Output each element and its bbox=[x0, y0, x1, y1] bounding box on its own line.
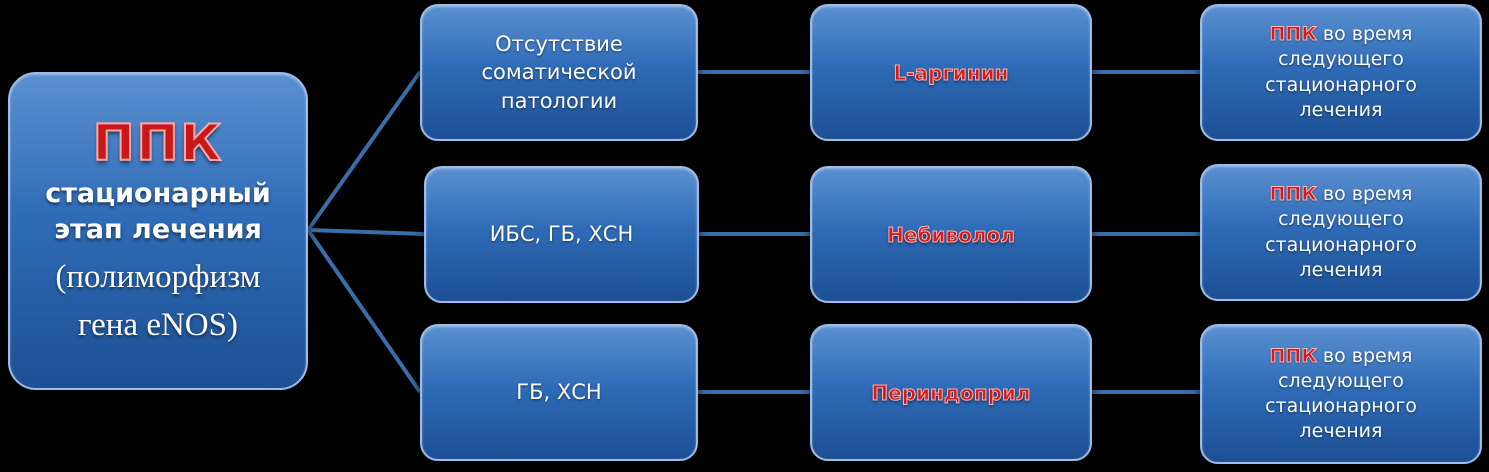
outcome-3-line-1: ППК во время bbox=[1269, 344, 1413, 369]
condition-1-line-3: патологии bbox=[500, 88, 618, 113]
root-abbr: ППК bbox=[92, 114, 224, 173]
outcome-3-line-3: стационарного bbox=[1265, 395, 1417, 417]
outcome-3-suffix: во время bbox=[1316, 344, 1413, 367]
connector-root-cond-3 bbox=[306, 228, 422, 394]
condition-box-3: ГБ, ХСН bbox=[420, 324, 698, 461]
outcome-1-suffix: во время bbox=[1316, 23, 1413, 46]
outcome-box-2: ППК во время следующего стационарного ле… bbox=[1200, 164, 1482, 301]
condition-box-1: Отсутствие соматической патологии bbox=[420, 4, 698, 141]
connector-root-cond-2 bbox=[307, 228, 425, 236]
outcome-2-suffix: во время bbox=[1316, 183, 1413, 206]
outcome-1-line-1: ППК во время bbox=[1269, 22, 1413, 47]
outcome-3-abbr: ППК bbox=[1269, 344, 1317, 367]
connector-root-cond-1 bbox=[306, 70, 422, 232]
root-gene-line-2: гена eNOS) bbox=[78, 306, 238, 343]
drug-box-3: Периндоприл bbox=[810, 324, 1092, 461]
outcome-1-line-4: лечения bbox=[1299, 98, 1383, 121]
condition-2-line-1: ИБС, ГБ, ХСН bbox=[489, 222, 634, 247]
drug-box-2: Небиволол bbox=[810, 166, 1092, 303]
condition-1-line-2: соматической bbox=[481, 60, 637, 85]
outcome-box-3: ППК во время следующего стационарного ле… bbox=[1200, 324, 1482, 464]
drug-2-label: Небиволол bbox=[887, 222, 1016, 247]
condition-3-line-1: ГБ, ХСН bbox=[516, 380, 602, 405]
drug-box-1: L-аргинин bbox=[810, 4, 1092, 141]
outcome-2-line-2: следующего bbox=[1278, 208, 1404, 231]
outcome-2-line-1: ППК во время bbox=[1269, 182, 1413, 207]
outcome-3-line-4: лечения bbox=[1299, 420, 1383, 443]
outcome-2-line-4: лечения bbox=[1299, 258, 1383, 281]
outcome-2-abbr: ППК bbox=[1269, 183, 1317, 206]
outcome-1-abbr: ППК bbox=[1269, 23, 1317, 46]
root-stage-line-2: этап лечения bbox=[54, 214, 262, 246]
outcome-1-line-2: следующего bbox=[1278, 48, 1404, 71]
condition-box-2: ИБС, ГБ, ХСН bbox=[424, 166, 699, 303]
outcome-box-1: ППК во время следующего стационарного ле… bbox=[1200, 4, 1482, 141]
root-gene-line-1: (полиморфизм bbox=[55, 258, 261, 295]
root-stage-line-1: стационарный bbox=[45, 177, 271, 209]
outcome-1-line-3: стационарного bbox=[1265, 73, 1417, 96]
drug-3-label: Периндоприл bbox=[871, 380, 1031, 405]
outcome-3-line-2: следующего bbox=[1278, 369, 1404, 392]
drug-1-label: L-аргинин bbox=[893, 60, 1009, 85]
outcome-2-line-3: стационарного bbox=[1265, 233, 1417, 256]
condition-1-line-1: Отсутствие bbox=[495, 31, 623, 56]
root-box: ППК стационарный этап лечения (полиморфи… bbox=[8, 72, 308, 390]
